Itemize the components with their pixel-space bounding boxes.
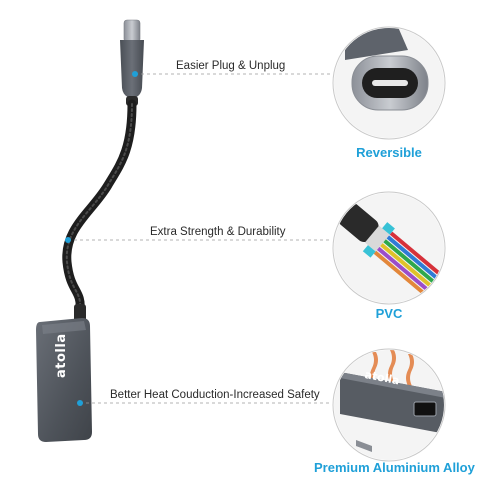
feature-dot-1: [132, 71, 138, 77]
brand-logo-small: atolla: [54, 333, 69, 378]
braided-cable: [62, 99, 137, 315]
caption-aluminium: Premium Aluminium Alloy: [314, 460, 475, 475]
usb-c-connector: [120, 19, 144, 106]
callout-circle-wires: [332, 191, 446, 305]
leader-lines: [68, 73, 332, 404]
feature-label-heat: Better Heat Couduction-Increased Safety: [110, 389, 320, 401]
feature-dot-2: [65, 237, 71, 243]
callout-circle-hdmi: [332, 348, 446, 462]
caption-pvc: PVC: [375, 306, 403, 321]
feature-label-plug: Easier Plug & Unplug: [176, 60, 286, 72]
callout-circle-usb-c: [332, 26, 446, 140]
feature-label-strength: Extra Strength & Durability: [150, 226, 286, 238]
hdmi-adapter-housing: [36, 304, 92, 442]
feature-dot-3: [77, 400, 83, 406]
caption-reversible: Reversible: [356, 145, 422, 160]
